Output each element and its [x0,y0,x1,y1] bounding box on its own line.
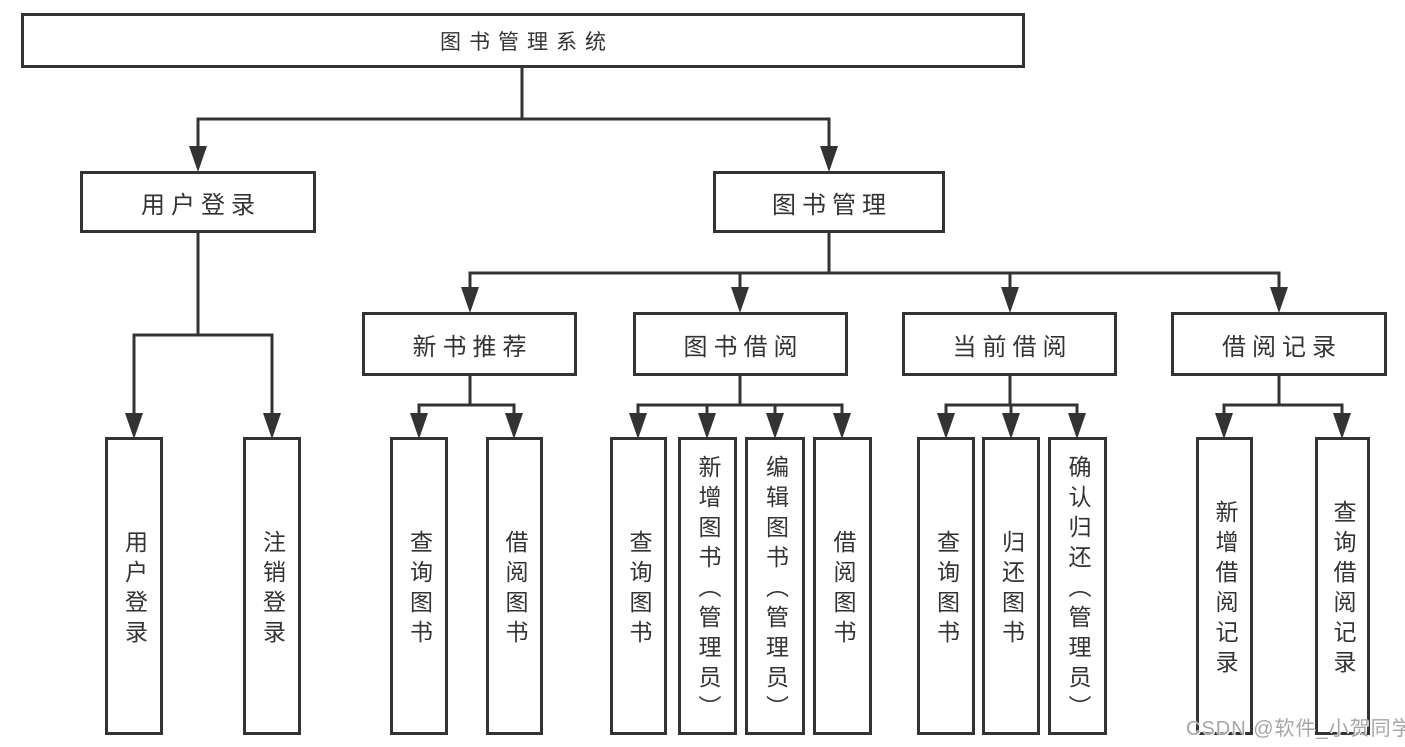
node-new-book-recommendation: 新书推荐 [362,312,577,376]
node-label: 图书管理 [772,191,892,219]
node-label: 当前借阅 [952,333,1073,361]
node-label: 借阅图书 [502,529,528,650]
watermark-text: CSDN @软件_小贺同学 [1186,718,1405,740]
node-label: 查询图书 [626,529,652,650]
node-label: 注销登录 [259,529,286,650]
node-label: 查询图书 [933,529,960,650]
node-label: 查询图书 [406,529,433,650]
node-user-login: 用户登录 [80,171,316,233]
node-library-management-system: 图书管理系统 [21,13,1025,68]
node-label: 用户登录 [141,191,261,219]
node-add-book-admin: 新增图书（管理员） [678,437,737,735]
node-borrow-books-recommend: 借阅图书 [486,437,543,735]
node-label: 新增借阅记录 [1212,499,1238,680]
node-query-books-borrowing: 查询图书 [610,437,667,735]
arrowheads [125,146,1351,439]
node-user-login-action: 用户登录 [105,437,163,735]
node-label: 借阅图书 [830,529,856,650]
node-edit-book-admin: 编辑图书（管理员） [745,437,805,735]
node-book-management: 图书管理 [713,171,945,233]
node-query-books-recommend: 查询图书 [390,437,448,735]
node-label: 编辑图书（管理员） [762,454,789,725]
node-borrow-books-borrowing: 借阅图书 [813,437,872,735]
node-return-books: 归还图书 [982,437,1040,735]
node-add-borrow-record: 新增借阅记录 [1196,437,1253,735]
node-label: 用户登录 [121,529,148,650]
node-book-borrowing: 图书借阅 [633,312,848,376]
node-query-books-current: 查询图书 [917,437,975,735]
node-confirm-return-admin: 确认归还（管理员） [1048,437,1107,735]
node-borrowing-records: 借阅记录 [1171,312,1387,376]
node-query-borrow-record: 查询借阅记录 [1315,437,1370,735]
node-label: 确认归还（管理员） [1065,454,1091,725]
node-logout-action: 注销登录 [243,437,301,735]
node-current-borrowing: 当前借阅 [902,312,1117,376]
node-label: 新增图书（管理员） [695,454,721,725]
node-label: 新书推荐 [412,333,533,361]
node-label: 借阅记录 [1222,333,1342,361]
node-label: 归还图书 [998,529,1025,650]
node-label: 图书借阅 [683,333,804,361]
node-label: 查询借阅记录 [1330,499,1356,680]
node-label: 图书管理系统 [440,30,614,54]
